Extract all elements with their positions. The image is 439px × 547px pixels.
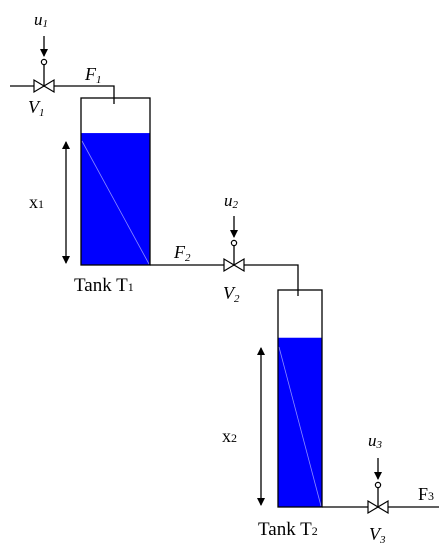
valve-v1-icon — [33, 36, 55, 94]
inlet-pipe-f1 — [10, 85, 115, 104]
tank-t2-reflection — [278, 346, 322, 507]
level-x2-label: x2 — [222, 426, 237, 446]
valve-v1-label: V1 — [28, 97, 45, 119]
tank-t2-label: Tank T2 — [258, 519, 318, 540]
valve-v2-icon — [223, 216, 245, 273]
input-u3-label: u3 — [368, 431, 383, 451]
tank-t2-wall — [277, 289, 323, 508]
tank-t1-water — [81, 133, 150, 265]
valve-v3-icon — [367, 458, 389, 515]
valve-v3-label: V3 — [369, 524, 386, 546]
pipe-f2 — [150, 264, 299, 296]
input-u2-label: u2 — [224, 191, 239, 211]
flow-f2-label: F2 — [173, 242, 191, 264]
tank-t1 — [80, 97, 151, 266]
tank-t2-water — [278, 337, 322, 507]
flow-f3-label: F3 — [418, 484, 434, 504]
tank-t2 — [277, 289, 323, 508]
tank-t1-reflection — [81, 140, 150, 265]
valve-v2-label: V2 — [223, 283, 240, 305]
level-x1-label: x1 — [29, 192, 44, 212]
tank-t1-label: Tank T1 — [74, 275, 134, 296]
flow-f1-label: F1 — [84, 64, 102, 86]
tank-t1-wall — [80, 97, 151, 266]
input-u1-label: u1 — [34, 10, 48, 30]
